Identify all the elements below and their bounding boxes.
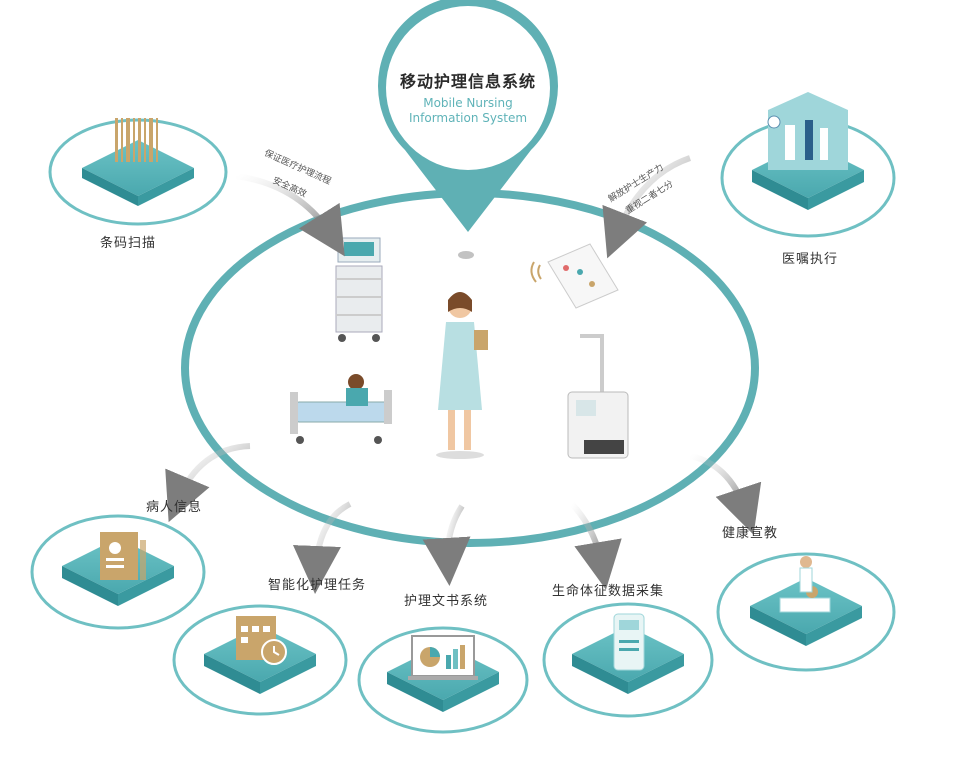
nurse-icon — [436, 292, 488, 459]
barcode-icon — [115, 118, 158, 162]
label-education: 健康宣教 — [722, 526, 779, 541]
label-orders: 医嘱执行 — [782, 252, 839, 267]
label-barcode: 条码扫描 — [100, 236, 157, 251]
label-docs: 护理文书系统 — [404, 594, 489, 609]
calendar-clock-icon — [236, 616, 287, 665]
pin-subtitle-line2: Information System — [408, 111, 528, 125]
location-pin — [378, 0, 558, 259]
arrow-education — [689, 453, 762, 535]
hospital-bed-icon — [290, 374, 392, 444]
label-tasks: 智能化护理任务 — [268, 578, 367, 593]
arrow-tasks — [292, 501, 352, 594]
tile-orders — [720, 92, 896, 238]
patient-card-icon — [100, 532, 146, 580]
doctor-bed-icon — [779, 556, 831, 613]
phone-icon — [530, 243, 619, 309]
arrow-docs — [422, 504, 471, 586]
arrow-top-right — [602, 155, 691, 259]
arrow-top-left — [235, 173, 345, 257]
arrow-vitals — [569, 501, 622, 590]
tile-barcode — [48, 118, 228, 226]
pin-subtitle-line1: Mobile Nursing — [423, 96, 513, 110]
nursing-station-icon — [767, 92, 848, 170]
tile-tasks — [172, 604, 348, 716]
device-icon — [613, 613, 645, 671]
cart-icon — [335, 237, 383, 342]
tile-patient — [30, 514, 206, 630]
monitor-chart-icon — [408, 635, 478, 680]
tile-docs — [357, 626, 529, 734]
tile-vitals — [542, 602, 714, 718]
pin-title: 移动护理信息系统 — [399, 72, 536, 91]
pin-subtitle: Mobile Nursing Information System — [368, 96, 568, 126]
vital-station-icon — [567, 334, 629, 459]
tile-education — [716, 552, 896, 672]
arrow-patient — [165, 443, 251, 523]
label-vitals: 生命体征数据采集 — [552, 584, 665, 599]
label-patient: 病人信息 — [146, 500, 203, 515]
